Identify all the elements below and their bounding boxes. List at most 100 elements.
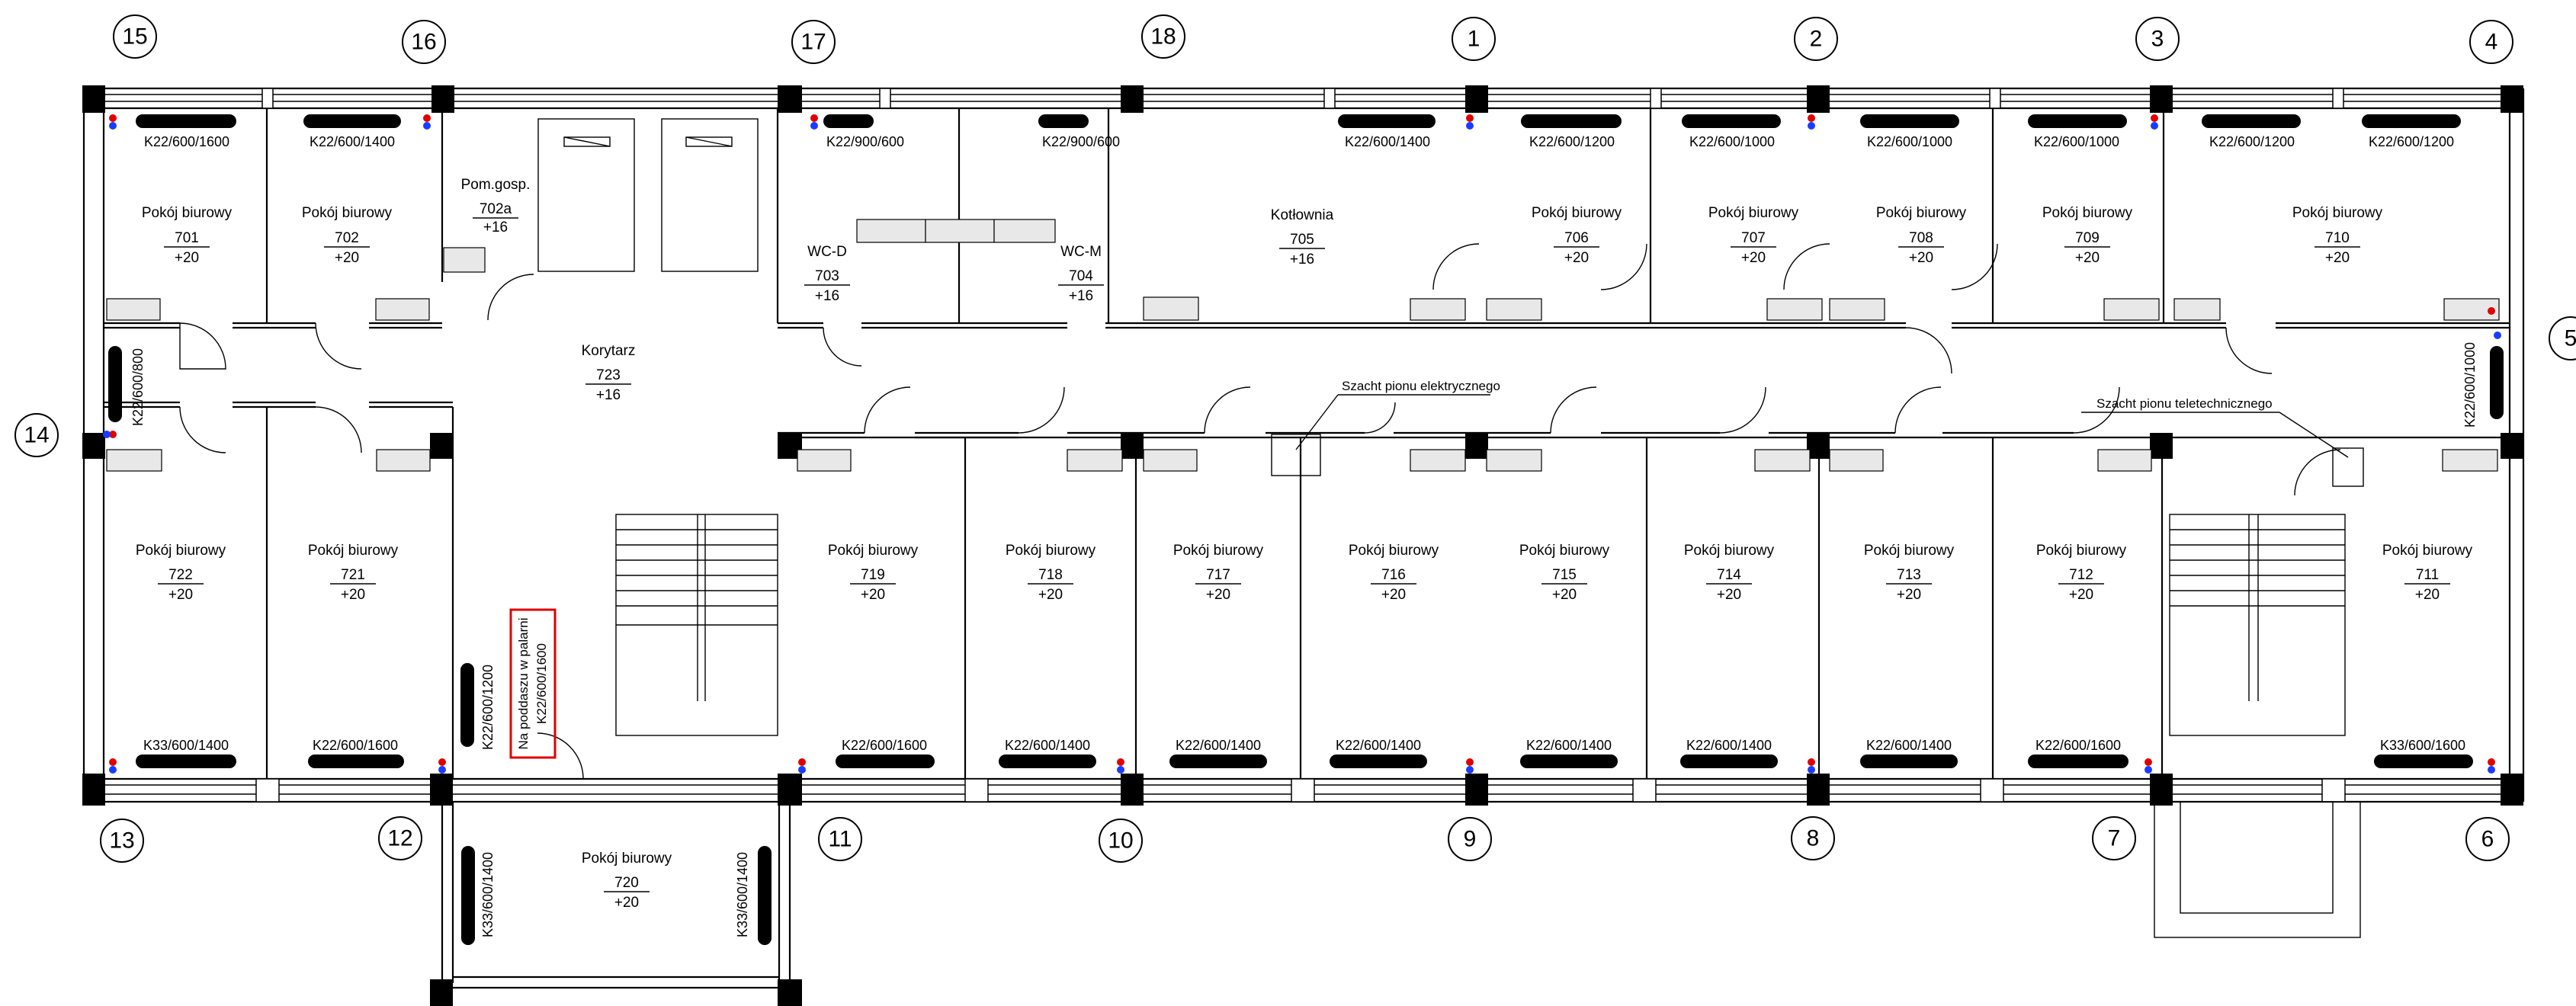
room-720: Pokój biurowy 720 +20 xyxy=(582,851,672,911)
svg-text:18: 18 xyxy=(1150,24,1176,50)
svg-text:Korytarz: Korytarz xyxy=(582,343,636,359)
svg-text:+20: +20 xyxy=(341,587,365,603)
shaft-telecom-label: Szacht pionu teletechnicznego xyxy=(2081,396,2349,458)
room-702: Pokój biurowy 702 +20 xyxy=(302,205,393,266)
svg-text:+16: +16 xyxy=(483,219,508,235)
svg-text:Pokój biurowy: Pokój biurowy xyxy=(1349,543,1439,559)
svg-text:K22/600/1600: K22/600/1600 xyxy=(842,738,927,753)
svg-text:Pokój biurowy: Pokój biurowy xyxy=(1684,543,1775,559)
grid-axis-9: 9 xyxy=(1448,817,1492,861)
svg-text:K22/600/1600: K22/600/1600 xyxy=(313,738,398,753)
svg-text:K22/600/1400: K22/600/1400 xyxy=(1526,738,1612,753)
svg-text:K22/600/1400: K22/600/1400 xyxy=(1686,738,1772,753)
svg-text:K22/600/1000: K22/600/1000 xyxy=(2462,342,2478,428)
radiator-710a: K22/600/1200 xyxy=(2202,114,2301,149)
attic-radiator-note: Na poddaszu w palarni K22/600/1600 xyxy=(509,608,557,759)
svg-text:718: 718 xyxy=(1038,567,1063,583)
svg-text:K22/900/600: K22/900/600 xyxy=(1042,134,1120,149)
svg-text:K22/600/1400: K22/600/1400 xyxy=(1176,738,1261,753)
radiators: K22/600/1600 K22/600/1400 K22/900/600 K2… xyxy=(108,114,2504,945)
svg-text:+20: +20 xyxy=(1741,250,1766,266)
svg-text:Pokój biurowy: Pokój biurowy xyxy=(2042,205,2133,221)
grid-axis-17: 17 xyxy=(791,20,836,64)
svg-text:8: 8 xyxy=(1807,826,1820,851)
svg-text:K22/900/600: K22/900/600 xyxy=(826,134,904,149)
grid-axis-3: 3 xyxy=(2135,17,2180,61)
svg-text:K22/600/1400: K22/600/1400 xyxy=(1345,134,1430,149)
svg-text:Pokój biurowy: Pokój biurowy xyxy=(1708,205,1799,221)
room-715: Pokój biurowy 715 +20 xyxy=(1519,543,1610,603)
svg-text:705: 705 xyxy=(1290,232,1314,248)
svg-text:K33/600/1600: K33/600/1600 xyxy=(2380,738,2465,753)
grid-axis-8: 8 xyxy=(1791,816,1835,860)
room-707: Pokój biurowy 707 +20 xyxy=(1708,205,1799,266)
svg-text:13: 13 xyxy=(109,828,134,854)
grid-axis-2: 2 xyxy=(1794,17,1838,61)
svg-text:721: 721 xyxy=(341,567,365,583)
svg-text:+20: +20 xyxy=(168,587,193,603)
svg-text:Pokój biurowy: Pokój biurowy xyxy=(2036,543,2127,559)
svg-text:Szacht pionu elektrycznego: Szacht pionu elektrycznego xyxy=(1342,379,1500,393)
svg-text:+20: +20 xyxy=(1909,250,1933,266)
room-labels: Pokój biurowy 701 +20 Pokój biurowy 702 … xyxy=(136,177,2473,911)
svg-text:K22/600/1200: K22/600/1200 xyxy=(2369,134,2454,149)
radiator-702: K22/600/1400 xyxy=(303,114,401,149)
radiator-720-east: K33/600/1400 xyxy=(735,846,772,945)
radiator-704: K22/900/600 xyxy=(1038,114,1120,149)
doors xyxy=(179,243,2341,780)
svg-text:K22/600/1400: K22/600/1400 xyxy=(1336,738,1421,753)
grid-axis-6: 6 xyxy=(2465,817,2510,861)
svg-text:702: 702 xyxy=(335,230,359,246)
svg-text:12: 12 xyxy=(387,826,412,851)
svg-text:+20: +20 xyxy=(1564,250,1589,266)
room-723: Korytarz 723 +16 xyxy=(582,343,636,403)
svg-text:+20: +20 xyxy=(861,587,885,603)
svg-text:+20: +20 xyxy=(1038,587,1063,603)
radiator-corridor-south: K22/600/1200 xyxy=(460,663,496,750)
svg-text:+16: +16 xyxy=(1069,288,1093,304)
radiator-707: K22/600/1000 xyxy=(1682,114,1781,149)
svg-text:Szacht pionu teletechnicznego: Szacht pionu teletechnicznego xyxy=(2096,396,2273,411)
svg-text:Pokój biurowy: Pokój biurowy xyxy=(2382,543,2473,559)
grid-axis-14: 14 xyxy=(14,413,59,457)
radiator-719: K22/600/1600 xyxy=(836,738,935,768)
svg-text:Pokój biurowy: Pokój biurowy xyxy=(1532,205,1622,221)
room-719: Pokój biurowy 719 +20 xyxy=(828,543,919,603)
svg-text:710: 710 xyxy=(2325,230,2350,246)
grid-axis-11: 11 xyxy=(818,817,862,861)
svg-text:Na poddaszu w palarni: Na poddaszu w palarni xyxy=(516,618,531,750)
grid-axes: 15 16 17 18 1 2 3 4 5 14 13 12 11 10 9 8… xyxy=(14,14,2576,863)
shaft-electric-label: Szacht pionu elektrycznego xyxy=(1295,379,1500,450)
svg-text:703: 703 xyxy=(815,268,839,284)
exterior-walls xyxy=(82,87,2525,803)
radiator-corridor-west: K22/600/800 xyxy=(108,346,146,426)
room-705: Kotłownia 705 +16 xyxy=(1271,207,1334,268)
room-702a: Pom.gosp. 702a +16 xyxy=(461,177,531,235)
room-709: Pokój biurowy 709 +20 xyxy=(2042,205,2133,266)
room-701: Pokój biurowy 701 +20 xyxy=(142,205,233,266)
grid-axis-5: 5 xyxy=(2549,316,2576,360)
svg-text:Pokój biurowy: Pokój biurowy xyxy=(302,205,393,221)
svg-text:+20: +20 xyxy=(1717,587,1741,603)
room-708: Pokój biurowy 708 +20 xyxy=(1876,205,1967,266)
svg-text:14: 14 xyxy=(24,423,49,448)
annotations: Na poddaszu w palarni K22/600/1600 Szach… xyxy=(509,379,2349,759)
radiator-718: K22/600/1400 xyxy=(999,738,1096,768)
radiator-712: K22/600/1600 xyxy=(2028,738,2128,768)
radiator-721: K22/600/1600 xyxy=(308,738,404,768)
svg-text:706: 706 xyxy=(1564,230,1589,246)
grid-axis-13: 13 xyxy=(100,819,144,863)
svg-text:+20: +20 xyxy=(2075,250,2100,266)
svg-text:+16: +16 xyxy=(596,387,621,403)
svg-text:713: 713 xyxy=(1897,567,1921,583)
svg-text:9: 9 xyxy=(1464,827,1477,852)
radiator-722: K33/600/1400 xyxy=(136,738,236,768)
svg-text:Pokój biurowy: Pokój biurowy xyxy=(582,851,672,867)
svg-text:+16: +16 xyxy=(1290,252,1314,268)
svg-text:+20: +20 xyxy=(1381,587,1406,603)
svg-text:1: 1 xyxy=(1468,27,1480,52)
radiator-706: K22/600/1200 xyxy=(1521,114,1622,149)
svg-text:717: 717 xyxy=(1206,567,1230,583)
svg-text:K22/600/1000: K22/600/1000 xyxy=(1689,134,1775,149)
